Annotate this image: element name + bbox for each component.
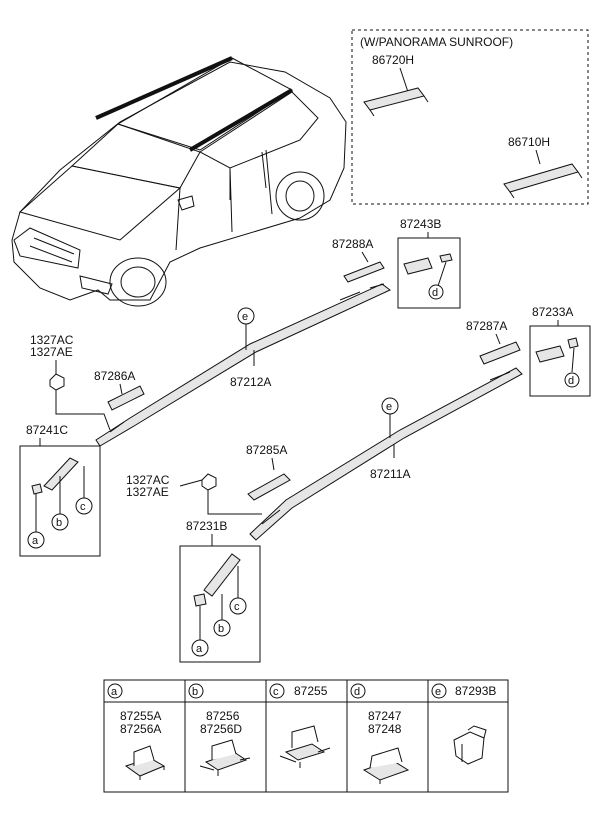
part-group-87243b: 87243B d <box>397 217 461 309</box>
legend-header-e-part: 87293B <box>455 684 496 698</box>
callout-d-87243b <box>428 284 444 300</box>
nut-lower <box>201 473 217 491</box>
part-label-86720h: 86720H <box>372 53 414 67</box>
end-cap-87286a <box>107 385 145 411</box>
legend-header-e: e <box>435 686 441 698</box>
part-label-87287a: 87287A <box>466 319 507 333</box>
diagram-text: d <box>568 375 574 387</box>
legend-header-a: a <box>111 686 118 698</box>
legend-header-d: d <box>354 686 360 698</box>
callout-a-87241c <box>27 531 45 549</box>
legend-header-c: c <box>273 686 279 698</box>
bolt-label-lower-2: 1327AE <box>126 485 169 499</box>
diagram-text: c <box>234 601 240 613</box>
legend-cell-d-line2: 87248 <box>368 722 402 736</box>
legend-cell-d-line1: 87247 <box>368 709 402 723</box>
moulding-86710h <box>503 163 579 193</box>
bolt-label-upper-2: 1327AE <box>30 345 73 359</box>
callout-b-87241c <box>51 513 69 531</box>
legend-header-c-part: 87255 <box>294 684 328 698</box>
roof-rail-87211a: e 87211A <box>249 367 523 541</box>
part-label-87243b: 87243B <box>400 217 441 231</box>
callout-a-87231b <box>191 639 209 657</box>
legend-header-d-circle <box>350 683 366 699</box>
end-cap-87287a <box>479 341 521 365</box>
callout-c-87241c <box>75 497 93 515</box>
callout-c-87231b <box>229 597 247 615</box>
diagram-text: a <box>196 643 203 655</box>
bolt-label-upper-1: 1327AC <box>30 333 74 347</box>
panorama-sunroof-box: (W/PANORAMA SUNROOF) 86720H 86710H <box>351 29 589 205</box>
diagram-text: e <box>386 401 392 413</box>
clip-d-illustration <box>362 747 410 784</box>
part-label-87233a: 87233A <box>532 305 573 319</box>
legend-header-e-circle <box>431 683 447 699</box>
part-label-87286a: 87286A <box>94 369 135 383</box>
part-label-87231b: 87231B <box>186 519 227 533</box>
legend-cell-b-line2: 87256D <box>200 722 242 736</box>
cap-e-illustration <box>453 725 487 765</box>
roof-rail-87212a: e 87212A <box>95 283 391 447</box>
panorama-box-title: (W/PANORAMA SUNROOF) <box>360 35 513 49</box>
part-group-87231b: 87231B a b c <box>179 519 261 663</box>
diagram-text: d <box>432 287 438 299</box>
legend-header-c-circle <box>269 683 285 699</box>
vehicle-illustration <box>11 56 347 307</box>
bolt-label-lower-1: 1327AC <box>126 473 170 487</box>
part-label-87285a: 87285A <box>246 443 287 457</box>
legend-cell-a-line1: 87255A <box>120 709 161 723</box>
callout-d-87233a <box>564 372 580 388</box>
diagram-text: e <box>242 311 248 323</box>
diagram-text: a <box>32 535 39 547</box>
callout-b-87231b <box>213 619 231 637</box>
part-label-87211a: 87211A <box>370 467 410 481</box>
legend-cell-a-line2: 87256A <box>120 722 161 736</box>
clip-b-illustration <box>199 739 251 776</box>
legend-cell-b-line1: 87256 <box>206 709 240 723</box>
legend-header-b: b <box>192 686 198 698</box>
clip-a-illustration <box>124 745 166 780</box>
end-cap-87285a <box>247 473 291 501</box>
diagram-text: b <box>218 623 224 635</box>
part-group-87233a: 87233A d <box>529 305 591 397</box>
legend-header-b-circle <box>188 683 204 699</box>
part-label-87241c: 87241C <box>26 423 68 437</box>
moulding-86720h <box>363 87 425 111</box>
part-label-86710h: 86710H <box>508 135 550 149</box>
legend-table: a b c 87255 d e 87293B 87255A 87256A 872… <box>103 679 509 793</box>
nut-upper <box>49 373 65 391</box>
part-label-87212a: 87212A <box>230 375 271 389</box>
end-cap-87288a <box>343 261 385 283</box>
part-label-87288a: 87288A <box>332 237 373 251</box>
clip-c-illustration <box>279 725 331 768</box>
legend-header-a-circle <box>107 683 123 699</box>
diagram-text: b <box>56 517 62 529</box>
part-group-87241c: 87241C a b c <box>19 423 101 557</box>
diagram-text: c <box>80 501 86 513</box>
